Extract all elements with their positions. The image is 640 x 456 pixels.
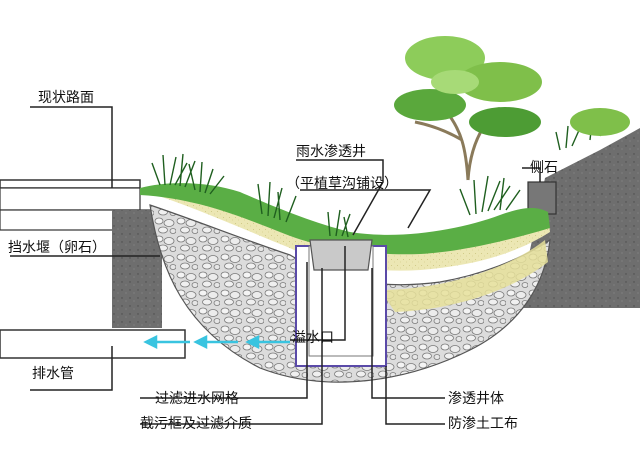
label-existing-road: 现状路面 xyxy=(38,90,94,106)
tree xyxy=(394,36,630,181)
existing-road-layers xyxy=(0,179,186,359)
grass-surface xyxy=(140,183,550,255)
label-drain-pipe: 排水管 xyxy=(32,366,74,382)
label-rain-well: 雨水渗透井 xyxy=(296,144,366,160)
label-side-stone: 侧石 xyxy=(530,160,558,176)
label-grate: 过滤进水网格 xyxy=(155,391,239,407)
label-geotextile: 防渗土工布 xyxy=(448,416,518,432)
sand-band xyxy=(380,240,548,312)
grass-tufts xyxy=(151,119,607,238)
leader-lines xyxy=(10,106,541,425)
label-overflow: 溢水口 xyxy=(292,330,334,346)
label-rain-well-sub: （平植草沟铺设） xyxy=(286,176,398,192)
label-filter-box: 截污框及过滤介质 xyxy=(140,416,252,432)
infiltration-well xyxy=(295,239,387,367)
label-weir: 挡水堰（卵石） xyxy=(8,240,106,256)
flow-arrows xyxy=(143,334,290,350)
label-well-body: 渗透井体 xyxy=(448,391,504,407)
filter-box xyxy=(309,239,373,271)
